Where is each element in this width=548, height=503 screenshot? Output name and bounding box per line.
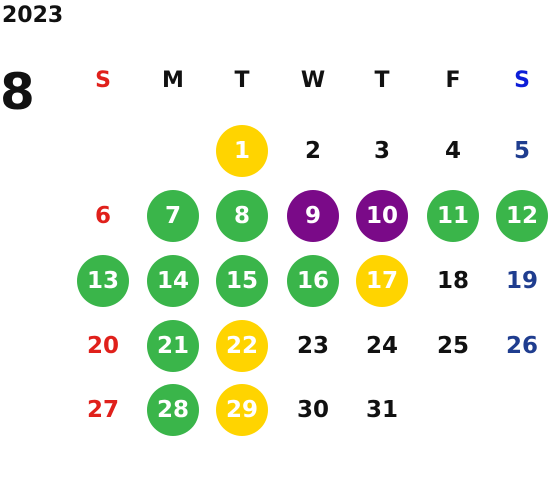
- day-22[interactable]: 22: [216, 320, 268, 372]
- day-2[interactable]: 2: [304, 138, 321, 164]
- day-14[interactable]: 14: [147, 255, 199, 307]
- day-24[interactable]: 24: [365, 333, 398, 359]
- weekday-header-thu: T: [374, 68, 390, 93]
- weekday-header-sat: S: [514, 68, 530, 93]
- day-12[interactable]: 12: [496, 190, 548, 242]
- day-3[interactable]: 3: [373, 138, 390, 164]
- day-9[interactable]: 9: [287, 190, 339, 242]
- day-16[interactable]: 16: [287, 255, 339, 307]
- day-27[interactable]: 27: [86, 397, 119, 423]
- month-label: 8: [0, 63, 35, 121]
- weekday-header-sun: S: [95, 68, 111, 93]
- day-4[interactable]: 4: [444, 138, 461, 164]
- day-6[interactable]: 6: [94, 203, 111, 229]
- day-7[interactable]: 7: [147, 190, 199, 242]
- day-29[interactable]: 29: [216, 384, 268, 436]
- day-10[interactable]: 10: [356, 190, 408, 242]
- day-11[interactable]: 11: [427, 190, 479, 242]
- day-30[interactable]: 30: [296, 397, 329, 423]
- weekday-header-fri: F: [445, 68, 461, 93]
- day-1[interactable]: 1: [216, 125, 268, 177]
- weekday-header-mon: M: [162, 68, 184, 93]
- day-23[interactable]: 23: [296, 333, 329, 359]
- day-13[interactable]: 13: [77, 255, 129, 307]
- day-21[interactable]: 21: [147, 320, 199, 372]
- weekday-header-tue: T: [234, 68, 250, 93]
- day-19[interactable]: 19: [505, 268, 538, 294]
- day-8[interactable]: 8: [216, 190, 268, 242]
- day-28[interactable]: 28: [147, 384, 199, 436]
- weekday-header-wed: W: [300, 68, 326, 93]
- day-18[interactable]: 18: [436, 268, 469, 294]
- day-15[interactable]: 15: [216, 255, 268, 307]
- day-20[interactable]: 20: [86, 333, 119, 359]
- year-label: 2023: [2, 3, 64, 28]
- day-31[interactable]: 31: [365, 397, 398, 423]
- day-26[interactable]: 26: [505, 333, 538, 359]
- day-5[interactable]: 5: [513, 138, 530, 164]
- day-25[interactable]: 25: [436, 333, 469, 359]
- day-17[interactable]: 17: [356, 255, 408, 307]
